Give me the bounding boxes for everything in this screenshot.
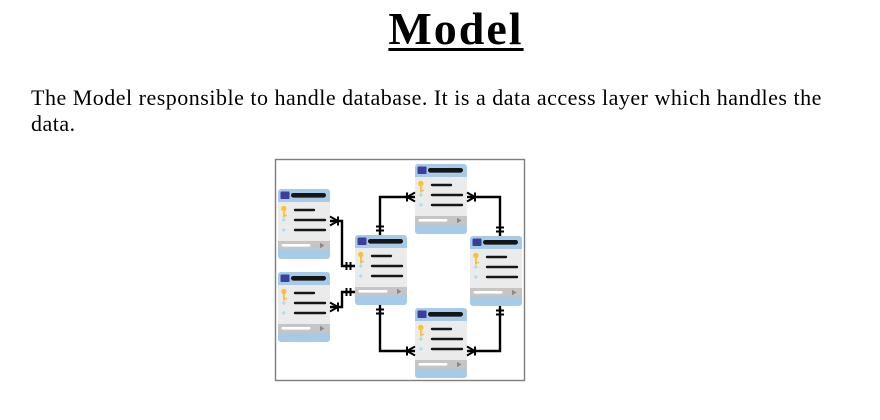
header-chip-icon: [417, 166, 427, 174]
field-diamond-icon: [281, 217, 286, 223]
footer-slider: [473, 291, 503, 294]
field-diamond-icon: [473, 264, 478, 270]
footer-slider: [418, 363, 448, 366]
table-body: [278, 202, 330, 241]
relationship-bottom-left-to-center: [329, 288, 355, 313]
table-body: [278, 285, 330, 324]
crow-foot-many-marker: [406, 345, 416, 357]
play-arrow-icon: [320, 325, 325, 332]
table-top-middle: [415, 164, 467, 234]
header-chip-icon: [280, 274, 290, 282]
primary-key-icon: [418, 180, 424, 193]
header-chip-icon: [357, 237, 367, 245]
table-bottom-left: [278, 272, 330, 342]
table-title-bar: [428, 168, 463, 173]
primary-key-icon: [473, 252, 479, 265]
relationship-center-to-bottom-middle: [376, 305, 416, 357]
table-body: [470, 249, 522, 288]
relationship-top-left-to-center: [329, 215, 355, 270]
field-diamond-icon: [281, 310, 286, 316]
page-title: Model: [388, 3, 524, 54]
table-title-bar: [368, 239, 403, 244]
connector-line: [378, 195, 415, 235]
table-bottom-middle: [415, 308, 467, 378]
play-arrow-icon: [320, 242, 325, 249]
play-arrow-icon: [397, 288, 402, 295]
one-tick-marker: [496, 226, 504, 233]
relationship-right-to-bottom-middle: [466, 306, 504, 357]
header-chip-icon: [472, 238, 482, 246]
table-top-left: [278, 189, 330, 259]
table-body: [355, 248, 407, 287]
crow-foot-many-marker: [329, 215, 339, 227]
table-body: [415, 321, 467, 360]
crow-foot-many-marker: [329, 301, 339, 313]
field-diamond-icon: [358, 263, 363, 269]
relationship-top-middle-to-center: [376, 191, 416, 235]
field-diamond-icon: [418, 346, 423, 352]
primary-key-icon: [418, 324, 424, 337]
model-diagram-figure: [270, 154, 530, 386]
header-chip-icon: [417, 310, 427, 318]
connector-line: [467, 195, 502, 236]
footer-slider: [281, 244, 311, 247]
crow-foot-many-marker: [466, 191, 476, 203]
footer-slider: [358, 290, 388, 293]
play-arrow-icon: [457, 361, 462, 368]
table-title-bar: [291, 193, 326, 198]
crow-foot-many-marker: [406, 191, 416, 203]
table-right: [470, 236, 522, 306]
field-diamond-icon: [418, 336, 423, 342]
table-body: [415, 177, 467, 216]
intro-paragraph: The Model responsible to handle database…: [31, 85, 822, 136]
header-chip-icon: [280, 191, 290, 199]
primary-key-icon: [281, 288, 287, 301]
one-tick-marker: [345, 288, 352, 296]
one-tick-marker: [376, 308, 384, 315]
connector-line: [378, 305, 415, 353]
one-tick-marker: [376, 225, 384, 232]
connector-line: [467, 306, 502, 353]
table-title-bar: [291, 276, 326, 281]
one-tick-marker: [496, 309, 504, 316]
footer-slider: [281, 327, 311, 330]
footer-slider: [418, 219, 448, 222]
primary-key-icon: [281, 205, 287, 218]
er-diagram-image: [274, 158, 526, 382]
field-diamond-icon: [473, 274, 478, 280]
table-center: [355, 235, 407, 305]
table-title-bar: [483, 240, 518, 245]
field-diamond-icon: [418, 202, 423, 208]
crow-foot-many-marker: [466, 345, 476, 357]
table-title-bar: [428, 312, 463, 317]
field-diamond-icon: [358, 273, 363, 279]
play-arrow-icon: [512, 289, 517, 296]
primary-key-icon: [358, 251, 364, 264]
play-arrow-icon: [457, 217, 462, 224]
relationship-top-middle-to-right: [466, 191, 504, 236]
field-diamond-icon: [281, 227, 286, 233]
field-diamond-icon: [281, 300, 286, 306]
field-diamond-icon: [418, 192, 423, 198]
document-page: { "page": { "title": "Model", "descripti…: [0, 4, 880, 420]
one-tick-marker: [345, 262, 352, 270]
